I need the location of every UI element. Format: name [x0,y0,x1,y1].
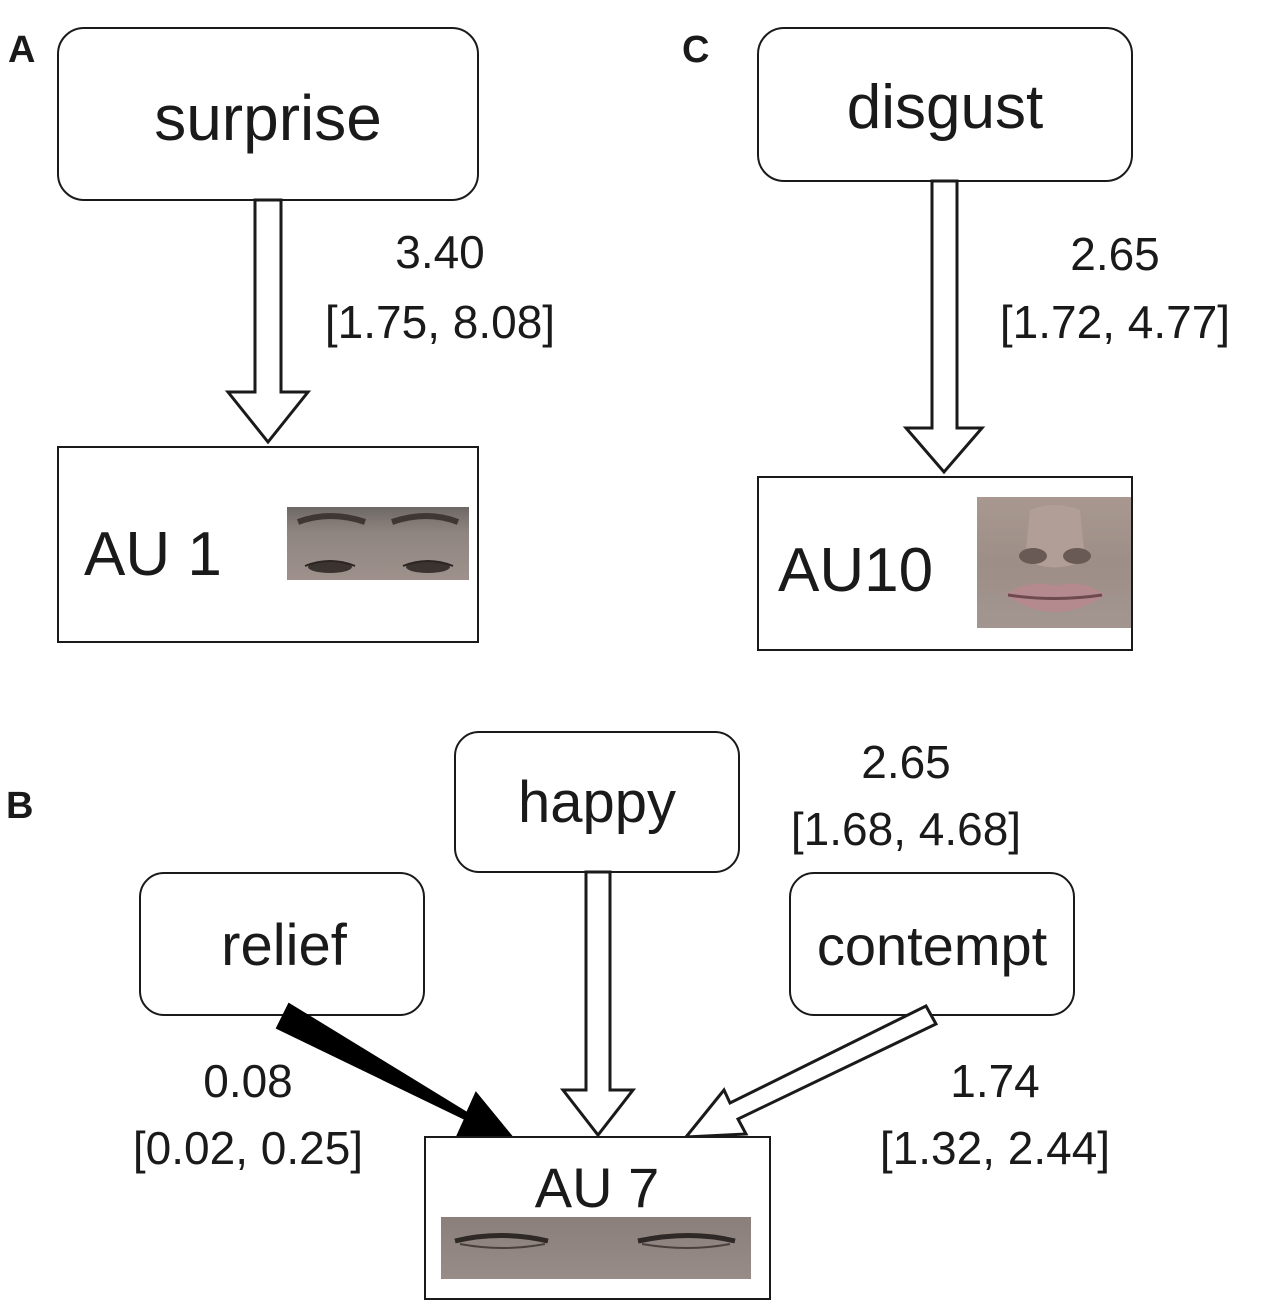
panel-b: happy 2.65 [1.68, 4.68] relief contempt … [133,731,1110,1300]
surprise-label: surprise [154,82,382,154]
contempt-ci: [1.32, 2.44] [880,1122,1110,1174]
happy-label: happy [518,770,676,835]
disgust-to-au10-arrow [902,179,986,475]
contempt-odds-ratio: 1.74 [950,1055,1040,1107]
au1-eyes-image [287,507,469,580]
disgust-label: disgust [847,73,1043,142]
relief-to-au7-arrow [275,1002,515,1141]
disgust-ci: [1.72, 4.77] [1000,296,1230,348]
au10-label: AU10 [778,536,933,605]
surprise-odds-ratio: 3.40 [395,226,485,278]
panel-c: disgust 2.65 [1.72, 4.77] AU10 [757,27,1230,651]
au7-label: AU 7 [535,1156,660,1219]
au10-mouth-image [977,497,1131,628]
happy-odds-ratio: 2.65 [861,736,951,788]
happy-to-au7-arrow [559,870,637,1138]
panel-label-a: A [8,29,35,71]
relief-label: relief [221,913,348,978]
disgust-odds-ratio: 2.65 [1070,228,1160,280]
au7-closed-eyes-image [441,1217,751,1279]
relief-odds-ratio: 0.08 [203,1055,293,1107]
panel-a: surprise 3.40 [1.75, 8.08] AU 1 [57,27,555,643]
contempt-to-au7-arrow [682,1004,939,1139]
relief-node [139,872,425,1016]
surprise-ci: [1.75, 8.08] [325,296,555,348]
panel-label-c: C [682,29,709,71]
contempt-label: contempt [817,914,1048,977]
panel-label-b: B [6,785,33,827]
relief-ci: [0.02, 0.25] [133,1122,363,1174]
happy-ci: [1.68, 4.68] [791,803,1021,855]
surprise-to-au1-arrow [224,198,312,445]
au1-label: AU 1 [84,520,222,589]
